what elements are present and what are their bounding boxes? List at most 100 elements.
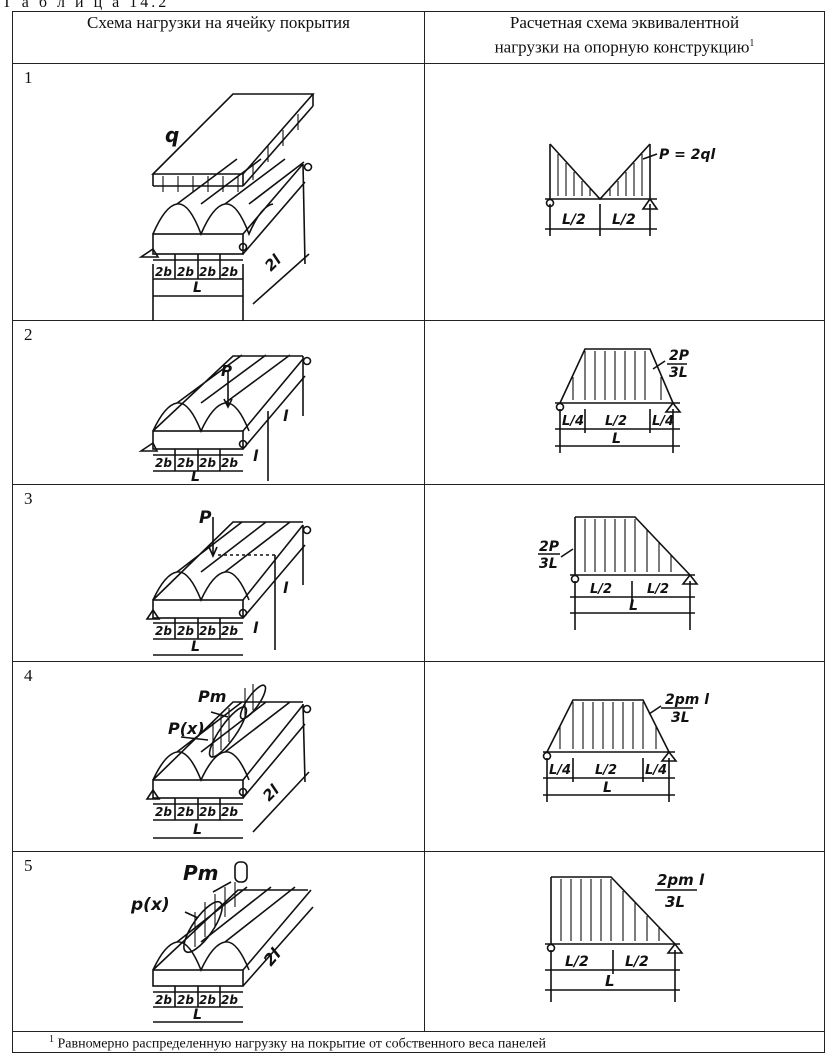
segment-label: L/2 xyxy=(625,954,649,970)
fraction-denominator: 3L xyxy=(665,893,685,911)
width-label: 2b xyxy=(155,456,172,470)
fraction-numerator: 2P xyxy=(539,539,560,555)
left-cell-1: 1 xyxy=(12,63,425,321)
p-value-label: P = 2ql xyxy=(659,147,716,163)
row-number: 1 xyxy=(24,68,33,87)
header-right-line2: нагрузки на опорную конструкцию xyxy=(494,37,750,57)
span-label: L xyxy=(193,1007,202,1023)
segment-label: L/2 xyxy=(605,414,627,429)
table-row: 3 P 2b 2b 2b 2 xyxy=(12,484,825,662)
width-label: 2b xyxy=(155,805,172,819)
segment-label: L/2 xyxy=(590,582,612,597)
total-label: L xyxy=(612,431,621,447)
fraction-numerator: 2P xyxy=(669,348,690,364)
span-label: L xyxy=(193,822,202,838)
length-label: l xyxy=(253,619,259,637)
width-label: 2b xyxy=(177,805,194,819)
width-label: 2b xyxy=(155,624,172,638)
row-number: 2 xyxy=(24,325,33,344)
left-cell-5: 5 Pm p(x) 2b xyxy=(12,851,425,1032)
load-q-label: q xyxy=(165,123,179,147)
table-row: 1 xyxy=(12,63,825,321)
segment-label: L/2 xyxy=(565,954,589,970)
table-row: 4 Pm xyxy=(12,661,825,852)
width-label: 2b xyxy=(199,805,216,819)
right-cell-3: 2P 3L L/2 L/2 L xyxy=(424,484,825,662)
total-label: L xyxy=(629,598,638,614)
segment-label: L/4 xyxy=(562,414,584,429)
row-number: 4 xyxy=(24,666,33,685)
width-label: 2b xyxy=(177,624,194,638)
width-label: 2b xyxy=(221,456,238,470)
footnote-row: 1 Равномерно распределенную нагрузку на … xyxy=(12,1031,825,1053)
length-label: l xyxy=(283,579,289,597)
width-label: 2b xyxy=(221,993,238,1007)
load-table: Схема нагрузки на ячейку покрытия Расчет… xyxy=(12,11,825,1053)
load-scheme-5: Pm p(x) 2b 2b 2b 2b L 2l xyxy=(130,861,314,1023)
table-row: 5 Pm p(x) 2b xyxy=(12,851,825,1032)
load-px-label: p(x) xyxy=(130,895,170,915)
load-scheme-4: Pm P(x) 2b 2b 2b 2b L 2l xyxy=(145,684,312,839)
segment-label: L/2 xyxy=(562,212,586,228)
fraction-denominator: 3L xyxy=(539,556,558,572)
fraction-numerator: 2pm l xyxy=(665,692,709,708)
width-label: 2b xyxy=(155,265,172,279)
equivalent-scheme-4: 2pm l 3L L/4 L/2 L/4 L xyxy=(542,692,709,802)
footnote-cell: 1 Равномерно распределенную нагрузку на … xyxy=(12,1031,825,1053)
load-scheme-3: P 2b 2b 2b 2b L l l xyxy=(145,508,312,656)
row-number: 5 xyxy=(24,856,33,875)
segment-label: L/4 xyxy=(549,763,571,778)
length-label: l xyxy=(253,447,259,465)
header-left: Схема нагрузки на ячейку покрытия xyxy=(12,11,425,64)
width-label: 2b xyxy=(221,624,238,638)
load-pm-label: Pm xyxy=(198,687,226,706)
right-cell-2: 2P 3L L/4 L/2 L/4 L xyxy=(424,320,825,485)
width-label: 2b xyxy=(199,456,216,470)
span-label: L xyxy=(191,639,200,655)
left-cell-4: 4 Pm xyxy=(12,661,425,852)
equivalent-scheme-1: P = 2ql L/2 L/2 xyxy=(545,143,716,236)
right-cell-4: 2pm l 3L L/4 L/2 L/4 L xyxy=(424,661,825,852)
load-scheme-1: q 2b 2b 2b 2b L 2l xyxy=(138,93,315,321)
header-footnote-mark: 1 xyxy=(749,38,755,49)
footnote-text: Равномерно распределенную нагрузку на по… xyxy=(57,1036,546,1052)
equivalent-scheme-2: 2P 3L L/4 L/2 L/4 L xyxy=(555,348,690,453)
total-label: L xyxy=(603,780,612,796)
length-label: l xyxy=(283,407,289,425)
segment-label: L/2 xyxy=(595,763,617,778)
header-right: Расчетная схема эквивалентной нагрузки на… xyxy=(424,11,825,64)
load-p-label: P xyxy=(221,362,232,380)
equivalent-scheme-3: 2P 3L L/2 L/2 L xyxy=(538,516,699,630)
width-label: 2b xyxy=(199,624,216,638)
table-caption: Т а б л и ц а 14.2 xyxy=(2,0,170,11)
load-px-label: P(x) xyxy=(168,719,205,738)
fraction-denominator: 3L xyxy=(671,710,690,726)
segment-label: L/2 xyxy=(612,212,636,228)
width-label: 2b xyxy=(199,993,216,1007)
row-number: 3 xyxy=(24,489,33,508)
load-p-label: P xyxy=(199,508,212,528)
fraction-denominator: 3L xyxy=(669,365,688,381)
table-row: 2 P 2b 2b 2b 2b L xyxy=(12,320,825,485)
width-label: 2b xyxy=(199,265,216,279)
span-label: L xyxy=(191,469,200,485)
length-label: 2l xyxy=(259,780,283,804)
length-label: 2l xyxy=(260,944,286,969)
total-label: L xyxy=(605,972,615,990)
left-cell-3: 3 P 2b 2b 2b 2 xyxy=(12,484,425,662)
equivalent-scheme-5: 2pm l 3L L/2 L/2 L xyxy=(545,871,705,1002)
footnote: 1 Равномерно распределенную нагрузку на … xyxy=(49,1034,546,1053)
width-label: 2b xyxy=(221,805,238,819)
right-cell-5: 2pm l 3L L/2 L/2 L xyxy=(424,851,825,1032)
header-right-line1: Расчетная схема эквивалентной xyxy=(509,13,740,32)
load-pm-label: Pm xyxy=(183,861,219,885)
width-label: 2b xyxy=(177,993,194,1007)
header-row: Схема нагрузки на ячейку покрытия Расчет… xyxy=(12,11,825,64)
segment-label: L/4 xyxy=(645,763,667,778)
load-scheme-2: P 2b 2b 2b 2b L l l xyxy=(138,354,312,485)
span-label: L xyxy=(193,280,202,296)
footnote-mark: 1 xyxy=(49,1034,54,1045)
segment-label: L/2 xyxy=(647,582,669,597)
length-label: 2l xyxy=(261,250,285,274)
width-label: 2b xyxy=(177,456,194,470)
